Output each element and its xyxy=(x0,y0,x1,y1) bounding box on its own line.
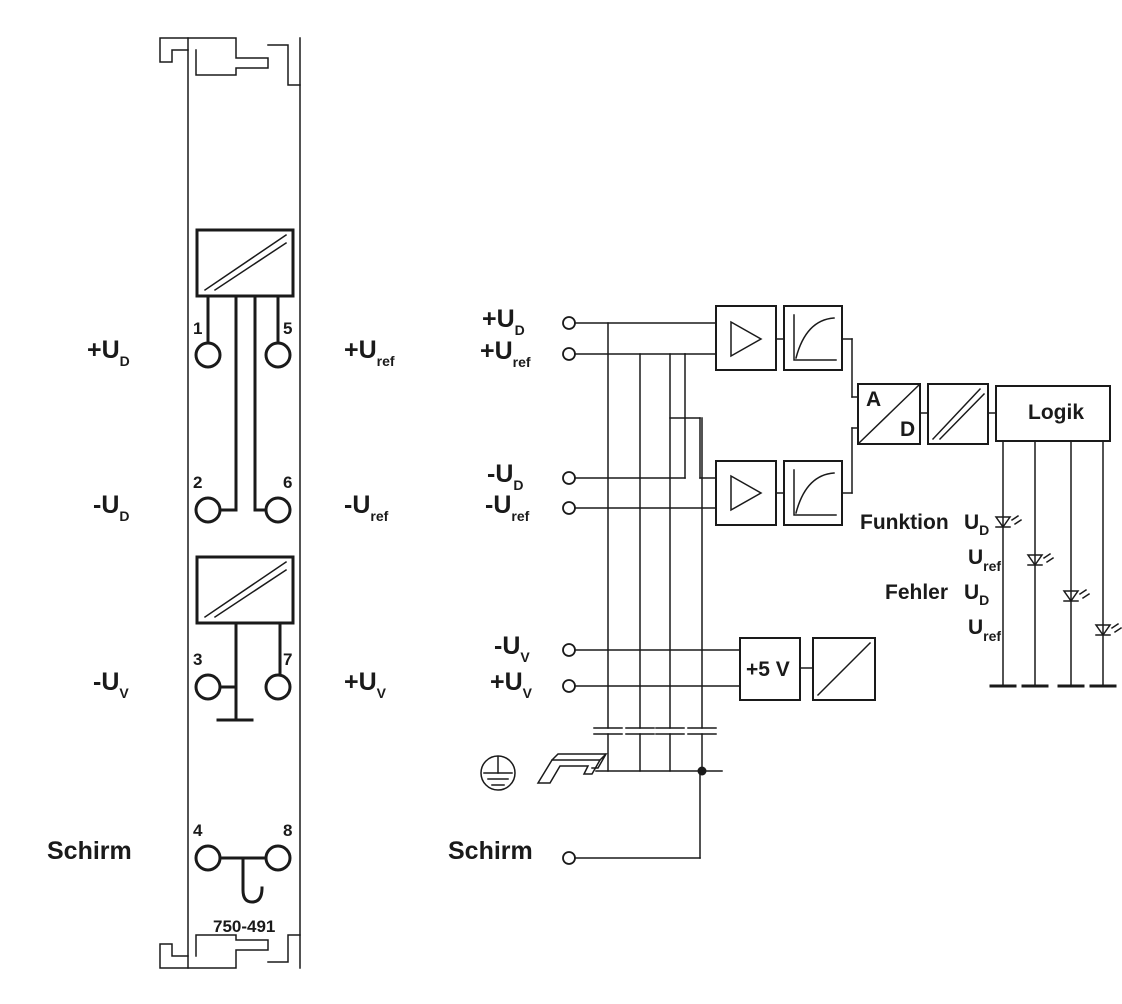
label-ud-minus: -UD xyxy=(93,491,130,524)
supply-label: +5 V xyxy=(746,658,790,681)
terminal-number-7: 7 xyxy=(283,650,292,669)
label-ud-plus: +UD xyxy=(87,336,130,369)
led-fehler-ud-icon xyxy=(1062,588,1091,603)
terminal-5 xyxy=(264,341,292,369)
input-label-uv-minus: -UV xyxy=(494,632,530,665)
terminal-number-8: 8 xyxy=(283,821,292,840)
input-label-uv-plus: +UV xyxy=(490,668,533,701)
led-label-fehler: Fehler xyxy=(885,581,948,604)
adc-label-a: A xyxy=(866,388,881,411)
logic-block xyxy=(995,385,1111,442)
led-fehler-uref-icon xyxy=(1094,622,1122,637)
led-icons xyxy=(994,514,1122,637)
terminal-2 xyxy=(194,496,222,524)
isolation-block-supply xyxy=(812,637,876,701)
terminal-number-4: 4 xyxy=(193,821,203,840)
led-label-funktion: Funktion xyxy=(860,511,949,534)
bottom-clip xyxy=(159,934,301,969)
input-label-ud-minus: -UD xyxy=(487,460,524,493)
schematic-labels: +UD +Uref -UD -Uref -UV +UV Schirm A D L… xyxy=(448,305,1084,865)
led-label-funktion-uref: Uref xyxy=(968,546,1001,574)
terminal-number-1: 1 xyxy=(193,319,202,338)
filter-lower xyxy=(783,460,843,526)
led-funktion-uref-icon xyxy=(1026,552,1055,567)
amplifier-upper xyxy=(715,305,777,371)
converter-block-lower xyxy=(195,555,295,625)
top-clip xyxy=(159,37,301,86)
module-housing xyxy=(159,37,301,969)
terminal-6 xyxy=(264,496,292,524)
input-label-uref-plus: +Uref xyxy=(480,337,531,370)
part-number: 750-491 xyxy=(213,917,275,936)
logic-label: Logik xyxy=(1028,401,1084,424)
led-label-fehler-uref: Uref xyxy=(968,616,1001,644)
isolation-block xyxy=(927,383,989,445)
led-label-funktion-ud: UD xyxy=(964,511,989,538)
adc-label-d: D xyxy=(900,418,915,441)
terminal-number-5: 5 xyxy=(283,319,292,338)
terminal-8 xyxy=(264,844,292,872)
terminals xyxy=(194,341,292,872)
label-uv-minus: -UV xyxy=(93,668,129,701)
label-uref-minus: -Uref xyxy=(344,491,389,524)
label-uref-plus: +Uref xyxy=(344,336,395,369)
input-label-schirm: Schirm xyxy=(448,837,533,865)
din-rail-icon xyxy=(536,752,608,784)
label-schirm-left: Schirm xyxy=(47,837,132,865)
filter-upper xyxy=(783,305,843,371)
amplifier-lower xyxy=(715,460,777,526)
adc-block xyxy=(856,382,922,446)
input-terminals xyxy=(562,316,576,865)
converter-block-upper xyxy=(195,228,295,298)
terminal-7 xyxy=(264,673,292,701)
input-label-uref-minus: -Uref xyxy=(485,491,530,524)
ground-icon xyxy=(480,755,516,791)
terminal-wiring xyxy=(206,294,282,904)
input-label-ud-plus: +UD xyxy=(482,305,525,338)
terminal-3 xyxy=(194,673,222,701)
label-uv-plus: +UV xyxy=(344,668,387,701)
signal-wiring xyxy=(574,322,1104,859)
led-funktion-ud-icon xyxy=(994,514,1023,529)
terminal-1 xyxy=(194,341,222,369)
junction-dot xyxy=(697,766,707,776)
module-labels: +UD +Uref -UD -Uref -UV +UV Schirm 1 2 3… xyxy=(47,319,395,936)
supply-block xyxy=(739,637,801,701)
led-label-fehler-ud: UD xyxy=(964,581,989,608)
terminal-number-2: 2 xyxy=(193,473,202,492)
terminal-4 xyxy=(194,844,222,872)
terminal-number-6: 6 xyxy=(283,473,292,492)
terminal-number-3: 3 xyxy=(193,650,202,669)
